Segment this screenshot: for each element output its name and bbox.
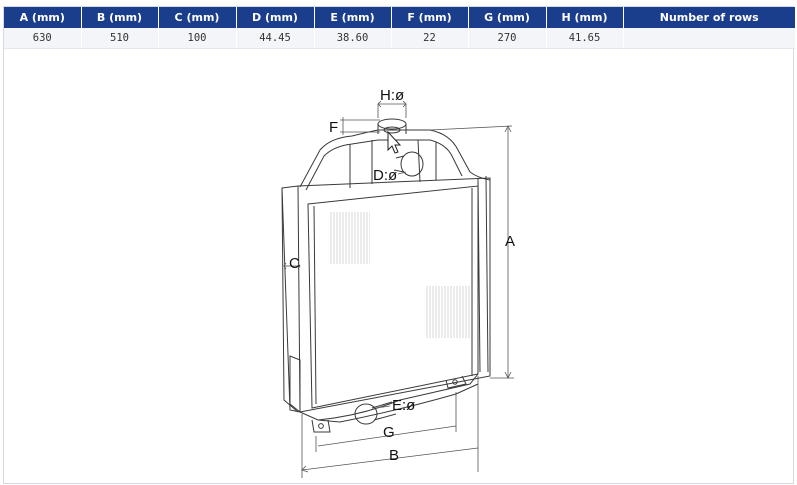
spec-table: A (mm) B (mm) C (mm) D (mm) E (mm) F (mm…: [4, 7, 795, 49]
header-b: B (mm): [81, 7, 159, 28]
value-number-of-rows: [623, 28, 795, 49]
label-c: C: [289, 255, 300, 272]
header-e: E (mm): [314, 7, 392, 28]
label-d: D:ø: [373, 167, 397, 184]
header-c: C (mm): [158, 7, 237, 28]
core-fins: [330, 212, 470, 338]
table-row: 630 510 100 44.45 38.60 22 270 41.65: [4, 28, 795, 49]
value-b: 510: [81, 28, 159, 49]
label-a: A: [505, 233, 515, 250]
content-frame: [3, 6, 794, 484]
spec-table-header-row: A (mm) B (mm) C (mm) D (mm) E (mm) F (mm…: [4, 7, 795, 28]
label-e: E:ø: [392, 397, 415, 414]
value-e: 38.60: [314, 28, 392, 49]
radiator-outline: [281, 118, 491, 433]
value-d: 44.45: [236, 28, 315, 49]
value-f: 22: [391, 28, 469, 49]
header-a: A (mm): [4, 7, 82, 28]
label-f: F: [329, 119, 338, 136]
value-h: 41.65: [546, 28, 624, 49]
header-d: D (mm): [236, 7, 315, 28]
header-h: H (mm): [546, 7, 624, 28]
header-f: F (mm): [391, 7, 469, 28]
value-a: 630: [4, 28, 82, 49]
label-h: H:ø: [380, 87, 404, 104]
value-c: 100: [158, 28, 237, 49]
header-number-of-rows: Number of rows: [623, 7, 795, 28]
value-g: 270: [468, 28, 547, 49]
label-g: G: [383, 424, 395, 441]
dimension-lines: [283, 100, 514, 478]
mouse-cursor-icon: [387, 130, 402, 154]
label-b: B: [389, 447, 399, 464]
header-g: G (mm): [468, 7, 547, 28]
